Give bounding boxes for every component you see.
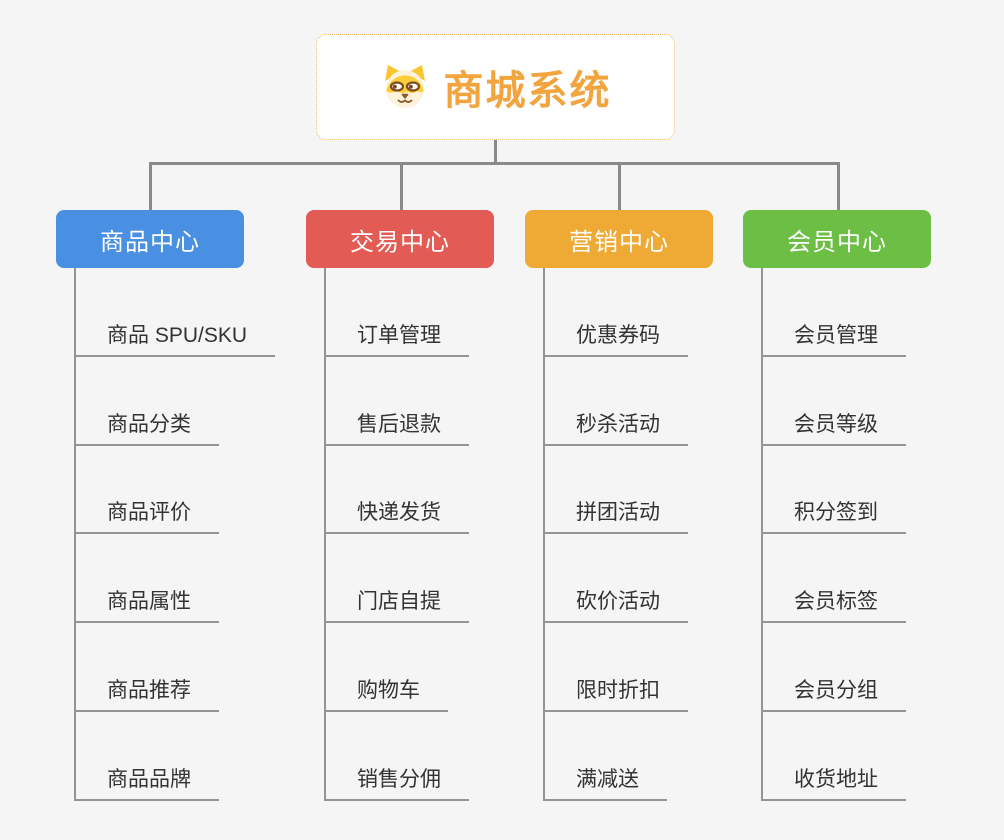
category-node-product[interactable]: 商品中心 [56, 210, 244, 268]
child-node[interactable]: 购物车 [324, 623, 448, 712]
child-node[interactable]: 会员等级 [761, 357, 906, 446]
child-node[interactable]: 会员标签 [761, 534, 906, 624]
category-node-trade[interactable]: 交易中心 [306, 210, 494, 268]
child-node[interactable]: 收货地址 [761, 712, 906, 801]
child-node[interactable]: 限时折扣 [543, 623, 688, 712]
category-label: 商品中心 [100, 228, 200, 256]
child-node[interactable]: 满减送 [543, 712, 667, 801]
root-node[interactable]: 商城系统 [316, 34, 675, 140]
branch-children-product: 商品 SPU/SKU 商品分类 商品评价 商品属性 商品推荐 商品品牌 [74, 268, 276, 801]
child-node[interactable]: 商品推荐 [74, 623, 219, 712]
child-node[interactable]: 秒杀活动 [543, 357, 688, 446]
branch-member-center: 会员中心 会员管理 会员等级 积分签到 会员标签 会员分组 收货地址 [743, 210, 931, 801]
child-node[interactable]: 销售分佣 [324, 712, 469, 801]
child-node[interactable]: 订单管理 [324, 268, 469, 357]
child-node[interactable]: 商品品牌 [74, 712, 219, 801]
child-node[interactable]: 商品属性 [74, 534, 219, 624]
connector-root-stub [494, 139, 497, 163]
category-label: 会员中心 [787, 228, 887, 256]
connector-drop-product [149, 162, 152, 210]
child-node[interactable]: 售后退款 [324, 357, 469, 446]
child-node[interactable]: 商品评价 [74, 446, 219, 535]
connector-drop-trade [400, 162, 403, 210]
connector-drop-member [837, 162, 840, 210]
child-node[interactable]: 积分签到 [761, 446, 906, 535]
child-node[interactable]: 会员管理 [761, 268, 906, 357]
category-node-member[interactable]: 会员中心 [743, 210, 931, 268]
child-node[interactable]: 门店自提 [324, 534, 469, 624]
child-node[interactable]: 砍价活动 [543, 534, 688, 624]
connector-drop-marketing [618, 162, 621, 210]
child-node[interactable]: 快递发货 [324, 446, 469, 535]
category-label: 营销中心 [569, 228, 669, 256]
branch-trade-center: 交易中心 订单管理 售后退款 快递发货 门店自提 购物车 销售分佣 [306, 210, 494, 801]
branch-marketing-center: 营销中心 优惠券码 秒杀活动 拼团活动 砍价活动 限时折扣 满减送 [525, 210, 713, 801]
category-node-marketing[interactable]: 营销中心 [525, 210, 713, 268]
branch-product-center: 商品中心 商品 SPU/SKU 商品分类 商品评价 商品属性 商品推荐 商品品牌 [56, 210, 276, 801]
child-node[interactable]: 商品分类 [74, 357, 219, 446]
child-node[interactable]: 优惠券码 [543, 268, 688, 357]
root-title: 商城系统 [443, 69, 612, 113]
branch-children-member: 会员管理 会员等级 积分签到 会员标签 会员分组 收货地址 [761, 268, 931, 801]
shiba-dog-icon [380, 64, 430, 110]
branch-children-marketing: 优惠券码 秒杀活动 拼团活动 砍价活动 限时折扣 满减送 [543, 268, 713, 801]
category-label: 交易中心 [350, 228, 450, 256]
connector-bus [149, 162, 840, 165]
child-node[interactable]: 会员分组 [761, 623, 906, 712]
branch-children-trade: 订单管理 售后退款 快递发货 门店自提 购物车 销售分佣 [324, 268, 494, 801]
child-node[interactable]: 商品 SPU/SKU [74, 268, 276, 357]
child-node[interactable]: 拼团活动 [543, 446, 688, 535]
